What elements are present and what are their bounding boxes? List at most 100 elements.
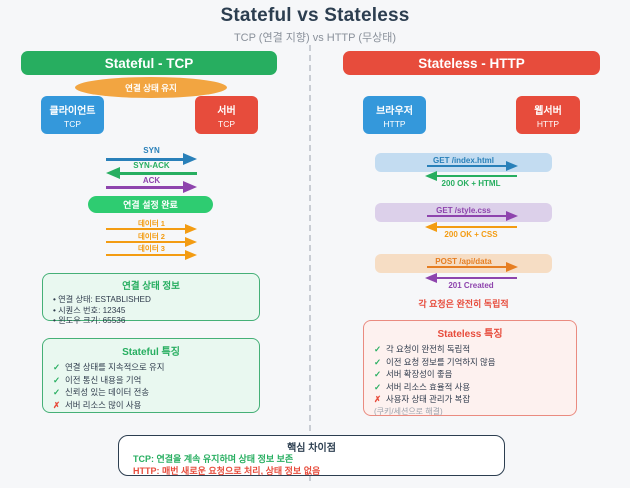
feature-item: ✓ 연결 상태를 지속적으로 유지 xyxy=(53,361,249,374)
connection-established-badge: 연결 설정 완료 xyxy=(88,196,213,213)
http-summary-line: HTTP: 매번 새로운 요청으로 처리, 상태 정보 없음 xyxy=(133,465,321,476)
request2-label: GET /style.css xyxy=(436,206,491,215)
tcp-server-protocol: TCP xyxy=(218,118,235,129)
arrowhead-right-icon xyxy=(185,237,197,247)
request1-label: GET /index.html xyxy=(433,156,494,165)
cookie-session-note: (쿠키/세션으로 해결) xyxy=(374,406,443,416)
syn-arrow xyxy=(106,153,197,165)
tcp-client-node: 클라이언트 TCP xyxy=(41,96,104,134)
http-client-node: 브라우저 HTTP xyxy=(363,96,426,134)
check-icon: ✓ xyxy=(374,381,382,392)
feature-text: 각 요청이 완전히 독립적 xyxy=(386,344,471,354)
request3-arrow xyxy=(427,262,518,272)
state-info-title: 연결 상태 정보 xyxy=(122,281,180,292)
arrow-shaft xyxy=(427,266,506,268)
feature-item: ✗ 사용자 상태 관리가 복잡 xyxy=(374,393,566,406)
http-server-protocol: HTTP xyxy=(536,118,560,129)
arrowhead-right-icon xyxy=(506,211,518,221)
key-difference-title: 핵심 차이점 xyxy=(287,443,336,454)
cross-icon: ✗ xyxy=(374,394,382,405)
arrowhead-left-icon xyxy=(425,170,437,181)
http-client-protocol: HTTP xyxy=(383,118,406,129)
feature-item: ✓ 이전 요청 정보를 기억하지 않음 xyxy=(374,356,566,369)
arrowhead-left-icon xyxy=(425,272,437,283)
check-icon: ✓ xyxy=(374,369,382,380)
state-info-item: • 윈도우 크기: 65536 xyxy=(53,316,126,325)
syn-ack-arrow xyxy=(106,167,197,179)
feature-item: ✓ 서버 확장성이 좋음 xyxy=(374,368,566,381)
data3-label: 데이터 3 xyxy=(138,244,165,253)
syn-label: SYN xyxy=(143,146,160,155)
arrowhead-right-icon xyxy=(506,161,518,171)
feature-text: 사용자 상태 관리가 복잡 xyxy=(386,394,471,405)
arrow-shaft xyxy=(120,171,197,175)
check-icon: ✓ xyxy=(374,356,382,367)
arrow-shaft xyxy=(106,241,185,243)
check-icon: ✓ xyxy=(374,344,382,354)
feature-text: 서버 리소스 많이 사용 xyxy=(65,399,142,410)
feature-text: 신뢰성 있는 데이터 전송 xyxy=(65,387,150,398)
check-icon: ✓ xyxy=(53,387,61,398)
arrowhead-right-icon xyxy=(506,262,518,272)
data2-label: 데이터 2 xyxy=(138,231,165,241)
tcp-server-node: 서버 TCP xyxy=(195,96,258,134)
connection-state-ellipse: 연결 상태 유지 xyxy=(75,77,227,98)
arrow-shaft xyxy=(106,228,185,230)
stateless-features-title: Stateless 특징 xyxy=(437,329,503,340)
tcp-server-name: 서버 xyxy=(217,105,236,117)
arrowhead-right-icon xyxy=(185,249,197,260)
arrow-shaft xyxy=(437,276,517,279)
data1-label: 데이터 1 xyxy=(138,219,165,228)
response3-label: 201 Created xyxy=(448,281,494,290)
feature-item: ✓ 각 요청이 완전히 독립적 xyxy=(374,343,566,356)
arrow-shaft xyxy=(437,225,517,228)
stateless-panel-header: Stateless - HTTP xyxy=(343,51,600,75)
request1-arrow xyxy=(427,161,518,171)
feature-item: ✓ 이전 통신 내용을 기억 xyxy=(53,374,249,387)
check-icon: ✓ xyxy=(53,374,61,385)
feature-item: ✗ 서버 리소스 많이 사용 xyxy=(53,399,249,412)
tcp-summary-line: TCP: 연결을 계속 유지하며 상태 정보 보존 xyxy=(133,454,294,464)
arrowhead-left-icon xyxy=(425,221,437,232)
arrowhead-right-icon xyxy=(185,224,197,234)
stateful-features-box: Stateful 특징 ✓ 연결 상태를 지속적으로 유지 ✓ 이전 통신 내용… xyxy=(42,338,260,413)
response1-label: 200 OK + HTML xyxy=(441,179,501,188)
stateful-panel-header: Stateful - TCP xyxy=(21,51,277,75)
connection-state-info-box: 연결 상태 정보 • 연결 상태: ESTABLISHED • 시퀀스 번호: … xyxy=(42,273,260,325)
key-difference-box: 핵심 차이점 TCP: 연결을 계속 유지하며 상태 정보 보존 HTTP: 매… xyxy=(118,435,505,476)
arrowhead-left-icon xyxy=(106,167,120,179)
feature-text: 서버 확장성이 좋음 xyxy=(386,369,453,380)
data1-arrow xyxy=(106,224,197,234)
response2-arrow xyxy=(425,221,517,232)
state-info-item: • 시퀀스 번호: 12345 xyxy=(53,305,126,315)
request3-label: POST /api/data xyxy=(435,257,492,266)
response1-arrow xyxy=(425,170,517,181)
page-subtitle: TCP (연결 지향) vs HTTP (무상태) xyxy=(233,32,397,44)
cross-icon: ✗ xyxy=(53,399,61,410)
arrowhead-right-icon xyxy=(183,153,197,165)
panel-divider xyxy=(309,45,311,481)
page-title: Stateful vs Stateless xyxy=(220,5,410,26)
tcp-client-protocol: TCP xyxy=(64,118,81,129)
stateless-features-box: Stateless 특징 ✓ 각 요청이 완전히 독립적 ✓ 이전 요청 정보를… xyxy=(363,320,577,416)
request2-arrow xyxy=(427,211,518,221)
feature-item: ✓ 신뢰성 있는 데이터 전송 xyxy=(53,386,249,399)
syn-ack-label: SYN-ACK xyxy=(133,161,170,170)
data2-arrow xyxy=(106,237,197,247)
arrow-shaft xyxy=(106,157,183,161)
feature-text: 연결 상태를 지속적으로 유지 xyxy=(65,362,165,372)
stateful-features-title: Stateful 특징 xyxy=(122,347,180,358)
arrow-shaft xyxy=(437,174,517,177)
ack-label: ACK xyxy=(142,176,161,185)
arrow-shaft xyxy=(427,165,506,167)
feature-text: 이전 요청 정보를 기억하지 않음 xyxy=(386,356,496,367)
tcp-client-name: 클라이언트 xyxy=(49,105,96,117)
data3-arrow xyxy=(106,249,197,260)
ack-arrow xyxy=(106,181,197,193)
feature-item: ✓ 서버 리소스 효율적 사용 xyxy=(374,381,566,394)
http-server-name: 웹서버 xyxy=(534,105,562,117)
arrow-shaft xyxy=(427,215,506,217)
arrow-shaft xyxy=(106,253,185,256)
response3-arrow xyxy=(425,272,517,283)
